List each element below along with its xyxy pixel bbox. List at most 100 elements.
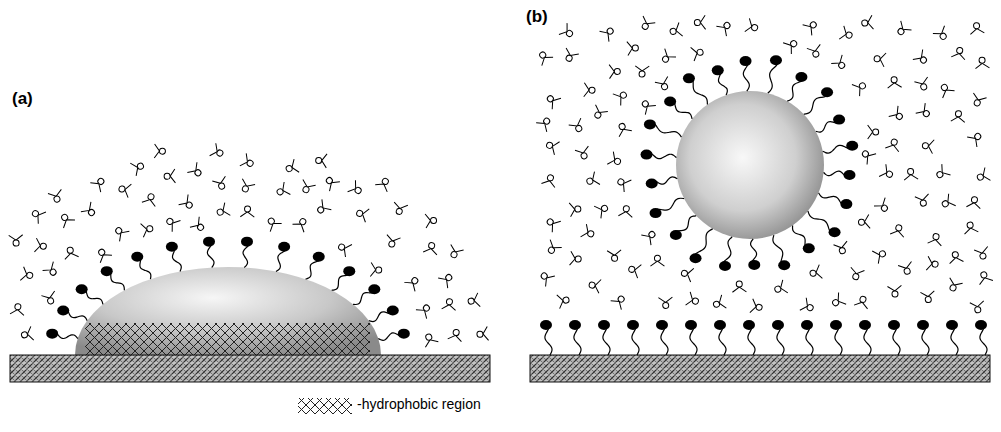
water-atom — [164, 173, 170, 179]
water-atom — [971, 196, 978, 203]
surfactant-molecule — [101, 266, 125, 290]
surfactant-head — [821, 87, 833, 97]
surfactant-molecule — [685, 320, 697, 355]
water-atom — [589, 282, 596, 289]
water-atom — [67, 247, 74, 254]
water-atom — [774, 285, 782, 293]
surfactant-molecule — [793, 225, 815, 253]
water-atom — [756, 304, 763, 311]
water-bonds — [700, 15, 705, 29]
water-molecule — [874, 198, 892, 215]
water-atom — [895, 224, 902, 231]
surfactant-head — [76, 284, 88, 294]
water-atom — [49, 268, 57, 276]
water-atom — [974, 132, 982, 140]
water-atom — [696, 49, 703, 56]
water-molecule — [655, 77, 672, 93]
water-molecule — [284, 159, 299, 176]
surfactant-head — [644, 119, 656, 129]
water-molecule — [933, 164, 950, 182]
water-atom — [859, 296, 866, 303]
water-bonds — [9, 235, 23, 241]
surfactant-molecule — [76, 284, 103, 304]
water-molecule — [544, 215, 561, 233]
surfactant-molecule — [768, 55, 782, 93]
water-atom — [354, 186, 362, 194]
water-molecule — [314, 199, 332, 217]
surfactant-molecule — [888, 320, 900, 355]
water-atom — [546, 95, 554, 103]
water-atom — [15, 303, 22, 310]
water-molecule — [179, 195, 197, 213]
water-atom — [586, 177, 594, 185]
surfactant-head — [313, 252, 325, 262]
water-molecule — [315, 153, 327, 168]
surfactant-molecule — [801, 320, 813, 355]
water-molecule — [570, 251, 582, 266]
water-molecule — [732, 281, 746, 292]
water-atom — [547, 246, 555, 254]
water-molecule — [10, 303, 25, 316]
water-molecule — [970, 301, 985, 314]
surfactant-molecule — [540, 320, 552, 355]
surfactant-tail — [693, 229, 713, 257]
surfactant-molecule — [772, 320, 784, 355]
water-atom — [952, 251, 959, 258]
water-atom — [681, 270, 688, 277]
water-atom — [736, 281, 742, 287]
surfactant-head — [641, 150, 653, 160]
water-atom — [837, 61, 845, 69]
surfactant-molecule — [917, 320, 929, 355]
water-atom — [194, 169, 202, 177]
water-atom — [974, 306, 981, 313]
surfactant-head — [627, 320, 639, 330]
water-atom — [316, 206, 324, 214]
water-molecule — [584, 83, 596, 97]
water-atom — [241, 185, 249, 193]
surfactant-molecule — [644, 119, 682, 137]
water-molecule — [898, 261, 915, 276]
surfactant-head — [748, 260, 760, 270]
surfactant-head — [46, 329, 58, 339]
surfactant-molecule — [740, 56, 752, 91]
water-molecule — [544, 138, 559, 155]
surfactant-head — [801, 320, 813, 330]
water-atom — [751, 24, 759, 32]
water-molecule — [627, 41, 639, 56]
water-atom — [713, 300, 721, 308]
water-atom — [895, 112, 903, 120]
water-molecule — [467, 293, 480, 309]
water-atom — [316, 157, 322, 163]
surfactant-molecule — [719, 237, 732, 271]
water-molecule — [800, 298, 816, 315]
water-atom — [587, 230, 595, 238]
water-atom — [611, 255, 617, 261]
water-molecule — [425, 213, 437, 228]
molecules — [9, 15, 993, 355]
water-molecule — [807, 44, 824, 59]
surfactant-molecule — [830, 320, 842, 355]
surfactant-head — [714, 320, 726, 330]
water-atom — [26, 272, 33, 279]
water-atom — [589, 87, 595, 93]
water-molecule — [686, 292, 701, 309]
water-molecule — [951, 46, 967, 60]
water-molecule — [476, 326, 488, 341]
water-atom — [903, 267, 911, 275]
water-molecule — [914, 77, 931, 92]
water-molecule — [588, 278, 601, 294]
water-molecule — [615, 121, 632, 137]
water-molecule — [611, 292, 629, 309]
water-atom — [246, 159, 254, 167]
surfactant-head — [670, 230, 682, 240]
water-atom — [845, 31, 853, 39]
surfactant-head — [101, 266, 113, 276]
water-molecule — [809, 265, 823, 281]
water-molecule — [852, 78, 869, 96]
water-atom — [575, 124, 583, 132]
water-molecule — [887, 285, 902, 297]
water-molecule — [873, 51, 886, 66]
water-molecule — [187, 162, 205, 180]
water-molecule — [658, 297, 672, 309]
water-atom — [809, 270, 816, 277]
